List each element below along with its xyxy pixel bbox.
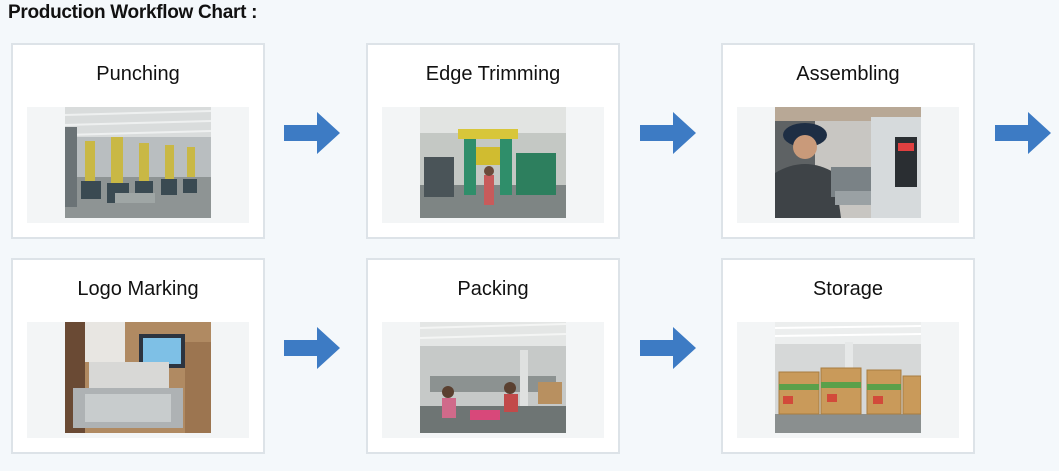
punching-photo <box>65 107 211 218</box>
step-label: Logo Marking <box>77 278 199 300</box>
arrow-right-icon <box>995 112 1051 154</box>
packing-photo <box>420 322 566 433</box>
storage-photo <box>775 322 921 433</box>
page-title: Production Workflow Chart : <box>8 2 258 23</box>
step-card-edge-trimming: Edge Trimming <box>366 43 620 239</box>
step-card-punching: Punching <box>11 43 265 239</box>
logo-marking-photo <box>65 322 211 433</box>
arrow-right-icon <box>284 112 340 154</box>
arrow-right-icon <box>284 327 340 369</box>
step-label: Edge Trimming <box>425 63 561 85</box>
photo-background <box>382 107 604 223</box>
photo-background <box>27 107 249 223</box>
step-card-packing: Packing <box>366 258 620 454</box>
step-card-assembling: Assembling <box>721 43 975 239</box>
photo-background <box>382 322 604 438</box>
step-label: Assembling <box>796 63 900 85</box>
step-label: Punching <box>96 63 180 85</box>
step-label: Storage <box>812 278 884 300</box>
edge-trimming-photo <box>420 107 566 218</box>
photo-background <box>737 107 959 223</box>
assembling-photo <box>775 107 921 218</box>
arrow-right-icon <box>640 112 696 154</box>
step-label: Packing <box>457 278 529 300</box>
photo-background <box>27 322 249 438</box>
step-card-logo-marking: Logo Marking <box>11 258 265 454</box>
step-card-storage: Storage <box>721 258 975 454</box>
photo-background <box>737 322 959 438</box>
arrow-right-icon <box>640 327 696 369</box>
